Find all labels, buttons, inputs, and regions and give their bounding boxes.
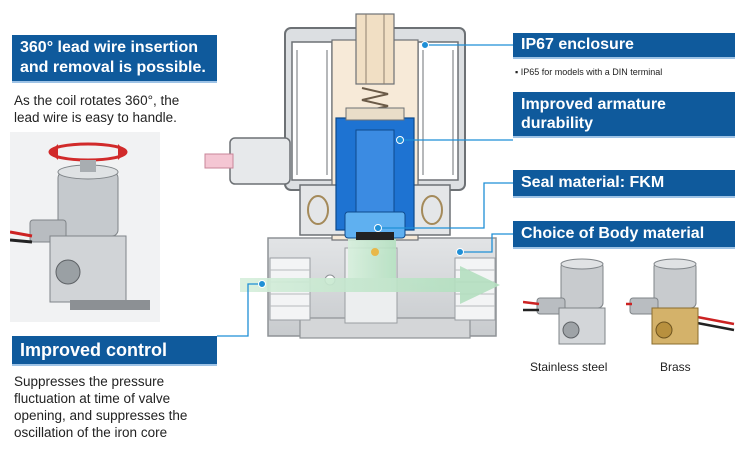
material-2-label: Brass: [660, 360, 691, 374]
lead-wire-desc-line1: As the coil rotates 360°, the: [14, 93, 180, 108]
flow-arrow: [240, 238, 500, 304]
armature-label: Improved armature durability: [513, 92, 735, 138]
armature-heading-line1: Improved armature: [521, 96, 666, 113]
improved-control-desc-line2: fluctuation at time of valve: [14, 391, 171, 406]
brass-photo: [626, 258, 736, 354]
ip67-note-text: IP65 for models with a DIN terminal: [520, 67, 663, 77]
improved-control-desc-line4: oscillation of the iron core: [14, 425, 168, 440]
improved-control-description: Suppresses the pressure fluctuation at t…: [14, 373, 187, 441]
ip67-heading: IP67 enclosure: [521, 36, 634, 53]
body-material-heading: Choice of Body material: [521, 225, 705, 242]
lead-wire-description: As the coil rotates 360°, the lead wire …: [14, 92, 179, 126]
seal-heading: Seal material: FKM: [521, 174, 665, 191]
improved-control-desc-line1: Suppresses the pressure: [14, 374, 165, 389]
improved-control-desc-line3: opening, and suppresses the: [14, 408, 188, 423]
rotatable-coil-photo: [9, 132, 160, 322]
lead-wire-desc-line2: lead wire is easy to handle.: [14, 110, 177, 125]
lead-wire-heading-line1: 360° lead wire insertion: [20, 39, 199, 56]
seal: [356, 232, 394, 240]
improved-control-heading: Improved control: [20, 340, 168, 360]
armature-heading-line2: durability: [521, 115, 594, 132]
body-material-label: Choice of Body material: [513, 221, 735, 249]
bullet-icon: ▪: [515, 67, 521, 77]
material-1-label: Stainless steel: [530, 360, 608, 374]
ip67-note: ▪ IP65 for models with a DIN terminal: [515, 67, 662, 77]
lead-wire-label: 360° lead wire insertion and removal is …: [12, 35, 217, 83]
armature: [335, 87, 415, 239]
improved-control-label: Improved control: [12, 336, 217, 366]
stainless-steel-photo: [522, 258, 628, 354]
lead-wire-heading-line2: and removal is possible.: [20, 59, 206, 76]
ip67-label: IP67 enclosure: [513, 33, 735, 59]
seal-label: Seal material: FKM: [513, 170, 735, 198]
